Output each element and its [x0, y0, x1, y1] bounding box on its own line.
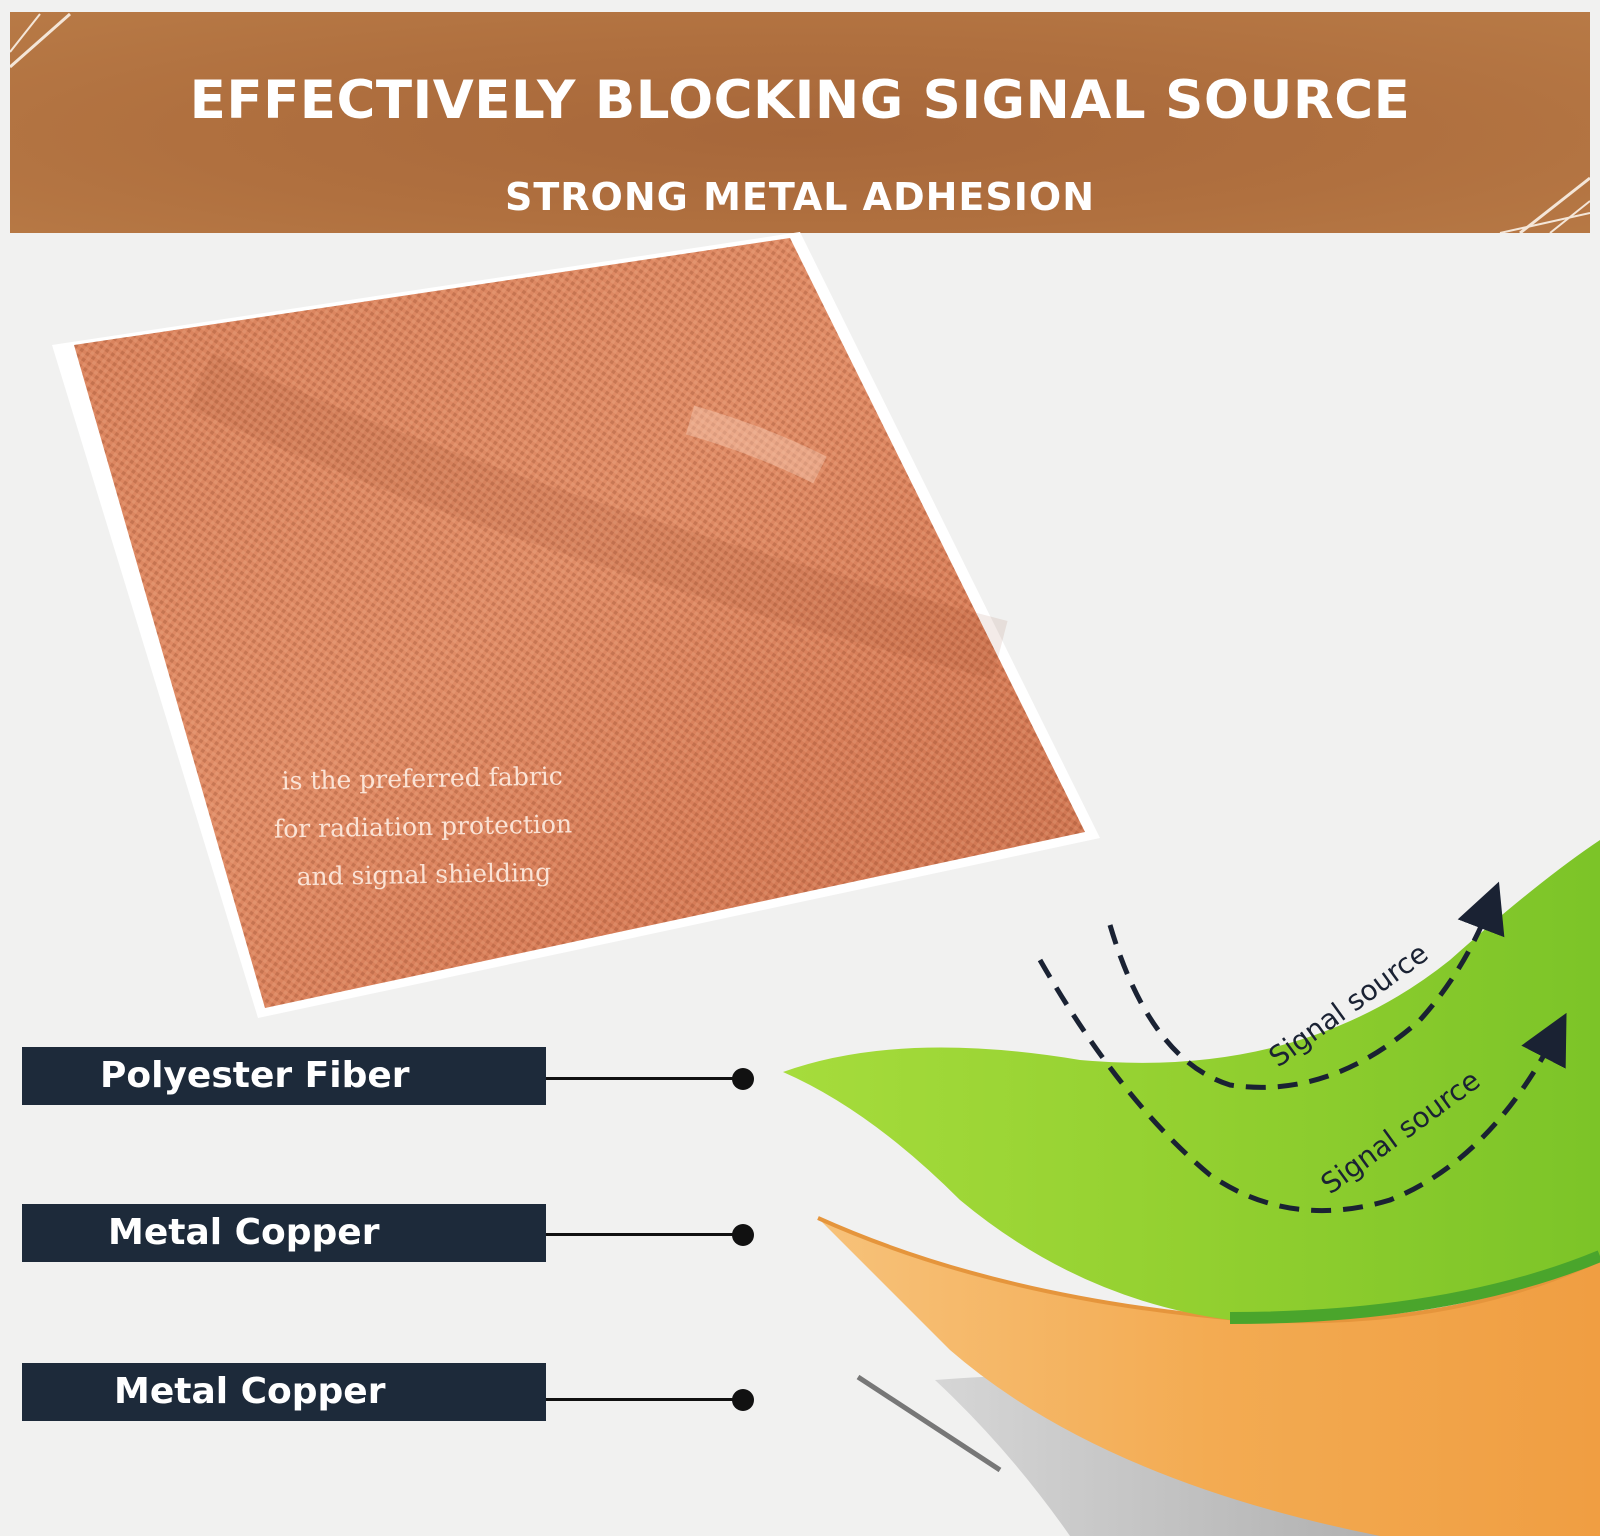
- connector-dot: [732, 1224, 754, 1246]
- connector-dot: [732, 1068, 754, 1090]
- signal-arrow-dashed: [1037, 958, 1567, 1214]
- connector-line: [546, 1077, 738, 1080]
- signal-arrow-dashed: [1107, 881, 1505, 1090]
- connector-line: [546, 1233, 738, 1236]
- label-metal-copper: Metal Copper: [22, 1363, 546, 1421]
- label-polyester-fiber: Polyester Fiber: [22, 1047, 546, 1105]
- connector-line: [546, 1398, 738, 1401]
- corner-lines-decoration: [10, 12, 71, 69]
- banner-title: EFFECTIVELY BLOCKING SIGNAL SOURCE: [189, 70, 1411, 131]
- label-metal-copper: Metal Copper: [22, 1204, 546, 1262]
- banner-subtitle: STRONG METAL ADHESION: [505, 175, 1095, 219]
- green-layer: [783, 840, 1600, 1320]
- orange-layer: [818, 1218, 1600, 1536]
- header-banner: EFFECTIVELY BLOCKING SIGNAL SOURCE STRON…: [10, 12, 1590, 233]
- connector-dot: [732, 1389, 754, 1411]
- corner-lines-decoration: [1499, 176, 1590, 233]
